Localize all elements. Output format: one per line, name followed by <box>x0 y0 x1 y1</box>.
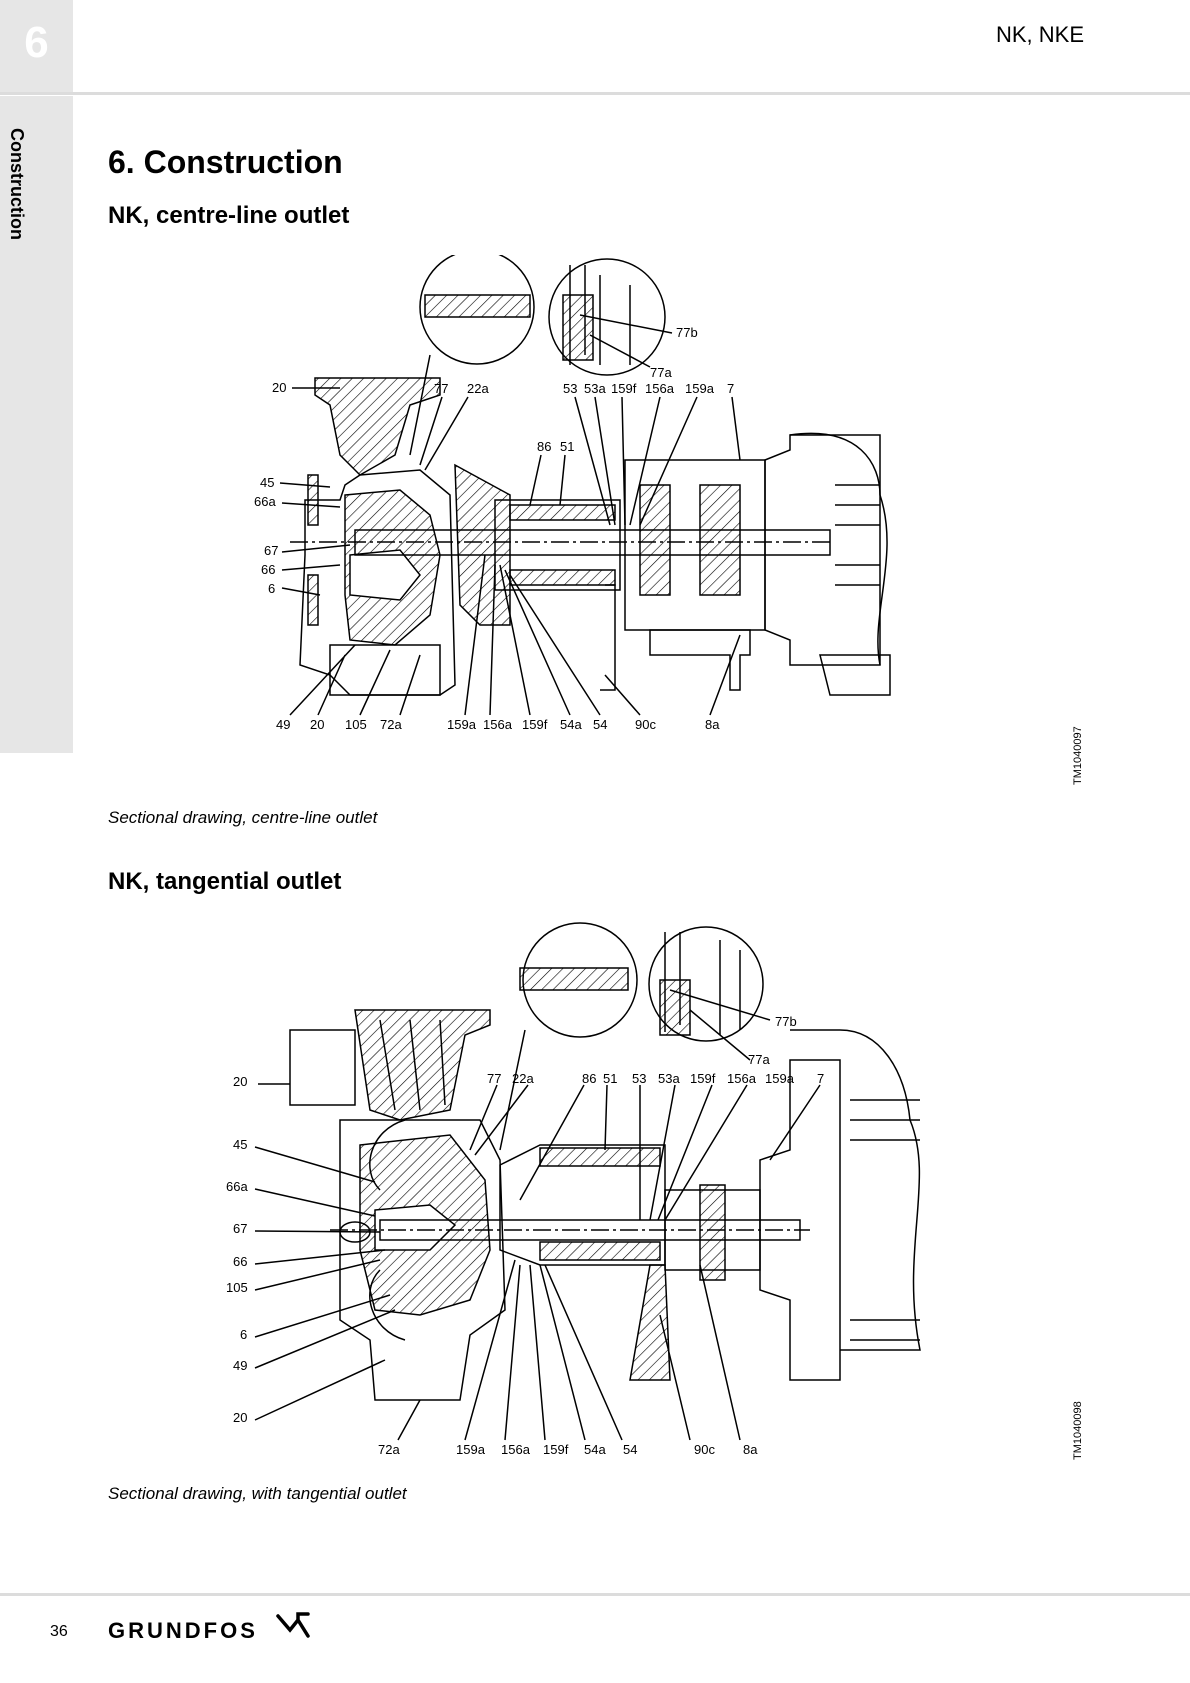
d2-label-20: 20 <box>233 1074 247 1089</box>
d2-label-7: 7 <box>817 1071 824 1086</box>
d2-label-45: 45 <box>233 1137 247 1152</box>
side-chapter-tab <box>0 96 73 753</box>
d1-label-86: 86 <box>537 439 551 454</box>
d1-label-20: 20 <box>272 380 286 395</box>
d1-label-159a: 159a <box>685 381 715 396</box>
d2-label-22a: 22a <box>512 1071 534 1086</box>
d1-label-6: 6 <box>268 581 275 596</box>
grundfos-logo-icon <box>276 1612 310 1638</box>
drawing1-code: TM1040097 <box>1072 726 1084 785</box>
detail-circle-right <box>548 258 666 376</box>
d2-label-86: 86 <box>582 1071 596 1086</box>
drawing2-sectional-view: 20 45 66a 67 66 105 6 49 20 77 22a 86 51… <box>226 922 921 1457</box>
drawing2-code: TM1040098 <box>1072 1401 1084 1460</box>
chapter-number-tab: 6 <box>0 0 73 92</box>
d2-label-159f-b: 159f <box>543 1442 569 1457</box>
d1-label-45: 45 <box>260 475 274 490</box>
d2-label-156a: 156a <box>727 1071 757 1086</box>
d1-label-54: 54 <box>593 717 607 732</box>
d2-label-53a: 53a <box>658 1071 680 1086</box>
detail-circle-left <box>419 255 535 365</box>
d1-label-159a-b: 159a <box>447 717 477 732</box>
footer-divider <box>0 1593 1190 1596</box>
d1-label-159f: 159f <box>611 381 637 396</box>
d1-label-105: 105 <box>345 717 367 732</box>
d1-label-49: 49 <box>276 717 290 732</box>
d2-label-105: 105 <box>226 1280 248 1295</box>
d2-label-159f: 159f <box>690 1071 716 1086</box>
d2-label-51: 51 <box>603 1071 617 1086</box>
side-tab-label: Construction <box>7 128 27 240</box>
d2-label-72a: 72a <box>378 1442 400 1457</box>
d1-label-54a: 54a <box>560 717 582 732</box>
d1-label-7: 7 <box>727 381 734 396</box>
d2-label-54a: 54a <box>584 1442 606 1457</box>
d1-label-156a: 156a <box>645 381 675 396</box>
header-divider <box>0 92 1190 95</box>
d2-label-8a: 8a <box>743 1442 758 1457</box>
d2-label-156a-b: 156a <box>501 1442 531 1457</box>
d1-label-77: 77 <box>434 381 448 396</box>
d1-label-66: 66 <box>261 562 275 577</box>
drawing1-heading: NK, centre-line outlet <box>108 202 350 229</box>
d2-label-66a: 66a <box>226 1179 248 1194</box>
d1-label-53a: 53a <box>584 381 606 396</box>
d2-label-77a: 77a <box>748 1052 770 1067</box>
d2-label-77: 77 <box>487 1071 501 1086</box>
d1-label-22a: 22a <box>467 381 489 396</box>
d2-label-66: 66 <box>233 1254 247 1269</box>
drawing1-sectional-view: 20 45 66a 67 66 6 77 22a 53 53a 159f 156… <box>254 255 891 732</box>
d2-label-77b: 77b <box>775 1014 797 1029</box>
drawing2-caption: Sectional drawing, with tangential outle… <box>108 1484 407 1503</box>
d2-label-54: 54 <box>623 1442 637 1457</box>
d2-label-159a-b: 159a <box>456 1442 486 1457</box>
d1-label-77a: 77a <box>650 365 672 380</box>
d1-label-90c: 90c <box>635 717 656 732</box>
d1-label-8a: 8a <box>705 717 720 732</box>
section-title-text: Construction <box>143 144 343 180</box>
d2-label-6: 6 <box>240 1327 247 1342</box>
d2-label-67: 67 <box>233 1221 247 1236</box>
brand-logo-text: GRUNDFOS <box>108 1618 258 1643</box>
d1-label-156a-b: 156a <box>483 717 513 732</box>
d2-label-20b: 20 <box>233 1410 247 1425</box>
d2-label-49: 49 <box>233 1358 247 1373</box>
drawing2-heading: NK, tangential outlet <box>108 868 342 895</box>
d1-label-20b: 20 <box>310 717 324 732</box>
d1-label-72a: 72a <box>380 717 402 732</box>
section-title: 6. Construction <box>108 144 343 181</box>
section-number: 6. <box>108 144 135 180</box>
d1-label-77b: 77b <box>676 325 698 340</box>
d1-label-53: 53 <box>563 381 577 396</box>
d1-label-66a: 66a <box>254 494 276 509</box>
d1-label-159f-b: 159f <box>522 717 548 732</box>
drawing1-caption: Sectional drawing, centre-line outlet <box>108 808 378 827</box>
d2-label-53: 53 <box>632 1071 646 1086</box>
header-product-name: NK, NKE <box>995 22 1084 47</box>
d2-label-90c: 90c <box>694 1442 715 1457</box>
d1-label-67: 67 <box>264 543 278 558</box>
page-number: 36 <box>50 1623 68 1640</box>
d1-label-51: 51 <box>560 439 574 454</box>
d2-label-159a: 159a <box>765 1071 795 1086</box>
